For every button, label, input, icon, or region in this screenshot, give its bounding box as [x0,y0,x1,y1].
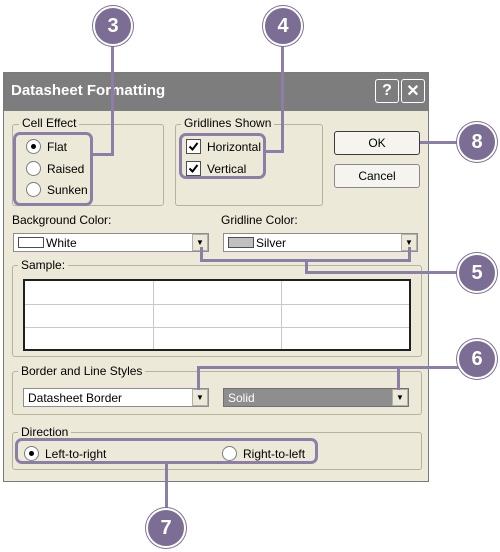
checkmark-icon [188,164,199,174]
dialog-title: Datasheet Formatting [11,82,166,99]
gridline-color-combo[interactable]: Silver ▼ [223,233,418,252]
callout-7: 7 [146,508,186,548]
cell-effect-flat[interactable]: Flat [26,139,67,154]
callout-8: 8 [457,122,497,162]
chevron-down-icon[interactable]: ▼ [192,389,208,406]
direction-rtl-label: Right-to-left [243,446,306,461]
background-color-swatch [18,237,44,248]
callout-3: 3 [93,6,133,46]
cancel-button[interactable]: Cancel [334,164,420,188]
title-bar[interactable] [4,73,428,111]
callout-3-line [93,153,114,156]
cell-effect-raised[interactable]: Raised [26,161,84,176]
direction-rtl[interactable]: Right-to-left [222,446,305,461]
callout-5-line [200,247,203,262]
radio-raised[interactable] [26,161,41,176]
gridlines-horizontal-label: Horizontal [207,139,262,154]
gridline-color-label: Gridline Color: [221,213,298,227]
gridline-color-value: Silver [256,236,287,250]
checkbox-vertical[interactable] [186,161,201,176]
help-button[interactable]: ? [375,79,399,103]
direction-ltr[interactable]: Left-to-right [24,446,106,461]
background-color-combo[interactable]: White ▼ [13,233,209,252]
background-color-label: Background Color: [12,213,112,227]
background-color-value: White [46,236,77,250]
radio-right-to-left[interactable] [222,446,237,461]
callout-8-line [420,141,460,144]
callout-7-line [165,463,168,511]
checkmark-icon [188,142,199,152]
sample-group [12,265,422,357]
line-style-value: Solid [228,391,255,405]
close-button[interactable]: ✕ [401,79,425,103]
callout-5: 5 [457,253,497,293]
callout-6-line [397,366,400,390]
callout-4: 4 [263,6,303,46]
callout-4-line [266,150,284,153]
checkbox-horizontal[interactable] [186,139,201,154]
radio-left-to-right[interactable] [24,446,39,461]
callout-6-line [197,366,460,369]
cell-effect-sunken[interactable]: Sunken [26,182,88,197]
callout-5-line [305,271,460,274]
callout-6: 6 [457,339,497,379]
sample-grid [23,279,411,351]
direction-ltr-label: Left-to-right [45,446,107,461]
callout-6-line [197,366,200,390]
callout-3-highlight [13,132,93,206]
callout-5-line [305,259,308,274]
cell-effect-flat-label: Flat [47,139,68,154]
callout-5-line [408,247,411,262]
gridlines-vertical-label: Vertical [207,161,247,176]
border-style-value: Datasheet Border [28,391,123,405]
border-style-combo[interactable]: Datasheet Border ▼ [23,388,209,407]
callout-7-highlight [15,438,318,464]
direction-group [12,432,422,470]
callout-3-line [111,32,114,156]
cell-effect-raised-label: Raised [47,161,85,176]
line-style-combo[interactable]: Solid ▼ [223,388,409,407]
gridlines-vertical[interactable]: Vertical [186,161,246,176]
border-styles-group [12,371,422,415]
cell-effect-label: Cell Effect [19,116,80,130]
direction-label: Direction [18,425,72,439]
ok-button[interactable]: OK [334,131,420,155]
gridlines-horizontal[interactable]: Horizontal [186,139,261,154]
chevron-down-icon[interactable]: ▼ [392,389,408,406]
radio-sunken[interactable] [26,182,41,197]
gridlines-label: Gridlines Shown [181,116,275,130]
sample-label: Sample: [18,258,69,272]
chevron-down-icon[interactable]: ▼ [401,234,417,251]
gridline-color-swatch [228,237,254,248]
cell-effect-sunken-label: Sunken [47,182,88,197]
radio-flat[interactable] [26,139,41,154]
callout-4-line [281,32,284,153]
border-styles-label: Border and Line Styles [18,364,146,378]
callout-4-highlight [179,133,266,179]
